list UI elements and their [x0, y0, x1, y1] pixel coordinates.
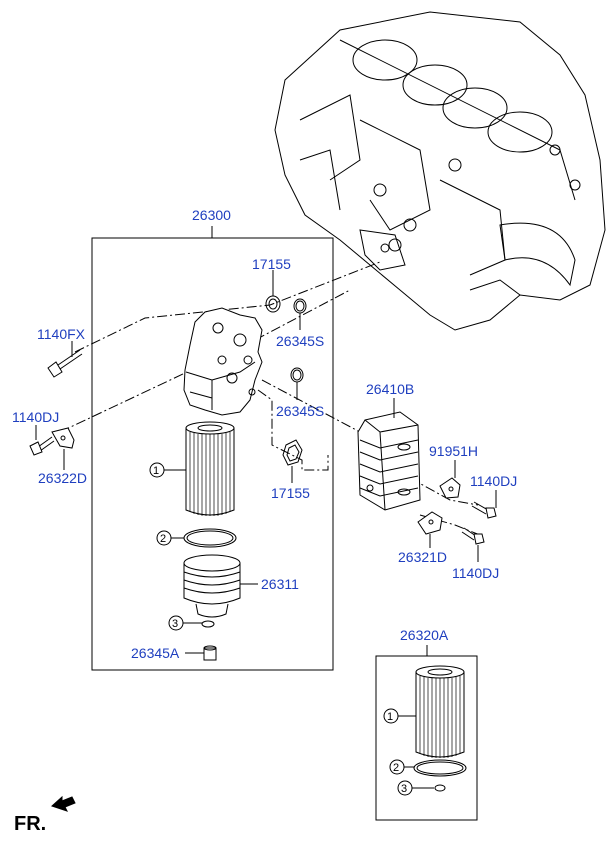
- oring-main-2: [183, 528, 237, 548]
- label-26345A: 26345A: [131, 645, 180, 661]
- label-1140DJ-left: 1140DJ: [12, 409, 59, 425]
- bolt-1140DJ-right-bottom: [461, 527, 485, 545]
- oring-26345S-mid: [290, 367, 304, 383]
- filter-cap-26311: [183, 554, 241, 618]
- label-1140DJ-right-bottom: 1140DJ: [452, 565, 499, 581]
- bolt-1140FX: [47, 349, 83, 378]
- callout-main-1: 1: [153, 465, 159, 477]
- label-26322D: 26322D: [38, 470, 87, 486]
- bolt-1140DJ-left: [29, 436, 55, 456]
- label-26311: 26311: [261, 576, 299, 592]
- front-arrow-icon: [51, 795, 76, 812]
- drain-plug-26345A: [203, 645, 217, 661]
- label-26300: 26300: [192, 207, 231, 223]
- bracket-26322D: [51, 427, 75, 449]
- callout-main-3: 3: [172, 618, 178, 630]
- callout-kit-1: 1: [387, 711, 393, 723]
- callout-main-2: 2: [160, 533, 166, 545]
- filter-element-main: [185, 421, 235, 516]
- callout-kit-2: 2: [393, 762, 399, 774]
- label-17155-top: 17155: [252, 256, 291, 272]
- label-1140DJ-right-top: 1140DJ: [470, 473, 517, 489]
- label-1140FX: 1140FX: [37, 326, 86, 342]
- bracket-91951H: [439, 477, 461, 499]
- callout-kit-3: 3: [401, 783, 407, 795]
- bolt-1140DJ-right-top: [471, 501, 497, 519]
- front-marker-label: FR.: [14, 813, 46, 835]
- bracket-26321D: [417, 511, 443, 535]
- oring-main-2-inner: [186, 530, 234, 546]
- label-26321D: 26321D: [398, 549, 447, 565]
- engine-block: [274, 11, 606, 331]
- gasket-17155-bottom: [282, 439, 303, 466]
- oil-cooler-26410B: [357, 411, 421, 511]
- oring-26345S-top: [293, 298, 307, 314]
- kit-26320A-box: [375, 655, 478, 821]
- label-26410B: 26410B: [366, 381, 414, 397]
- label-26345S-mid: 26345S: [276, 403, 324, 419]
- filter-element-kit: [415, 665, 465, 758]
- label-26345S-top: 26345S: [276, 333, 324, 349]
- label-26320A: 26320A: [400, 627, 449, 643]
- oring-main-3: [201, 620, 215, 628]
- oring-kit-2: [413, 759, 467, 777]
- label-91951H: 91951H: [429, 443, 478, 459]
- filter-housing: [183, 307, 263, 416]
- label-17155-bottom: 17155: [271, 485, 310, 501]
- oring-kit-3: [434, 784, 446, 792]
- oring-kit-2-inner: [416, 761, 464, 775]
